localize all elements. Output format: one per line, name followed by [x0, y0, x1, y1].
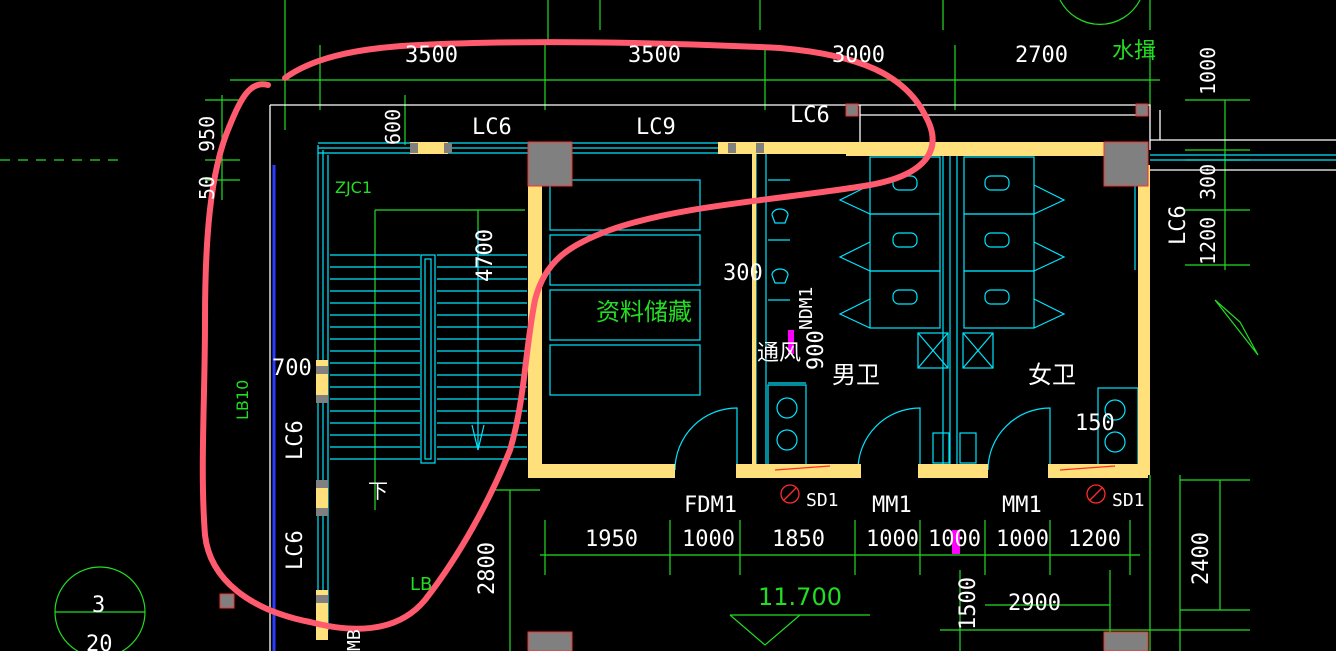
door-mm1-a: MM1 [872, 493, 912, 518]
dim-top-4: 2700 [1015, 43, 1068, 68]
top-dimension-labels: 3500 3500 3000 2700 [405, 43, 1068, 68]
hand-drawn-annotation [199, 39, 936, 632]
window-lc6-top-right: LC6 [790, 103, 830, 128]
dim-left-950: 950 [195, 116, 219, 152]
room-mens: 男卫 [832, 361, 880, 389]
dim-bottom-2: 1000 [682, 527, 735, 552]
window-lc6-right: LC6 [1166, 205, 1191, 245]
dim-bottom-5: 1000 [928, 527, 981, 552]
label-mb-fragment: MB [344, 629, 365, 651]
dim-2400: 2400 [1189, 532, 1214, 585]
stair-steps [330, 254, 527, 460]
small-columns [316, 143, 764, 603]
dim-top-3: 3000 [832, 43, 885, 68]
dim-top-2: 3500 [628, 43, 681, 68]
dim-right-1200: 1200 [1196, 217, 1220, 265]
bottom-dimension-labels: 1950 1000 1850 1000 1000 1000 1200 [585, 527, 1121, 552]
room-storage: 资料储藏 [596, 298, 692, 326]
window-lc6-top-left: LC6 [472, 115, 512, 140]
dim-700: 700 [272, 356, 312, 381]
sd-markers [774, 465, 1116, 504]
door-mm1-b: MM1 [1002, 493, 1042, 518]
outer-outline [269, 104, 1336, 651]
left-dimension-labels: 950 50 600 [195, 109, 405, 200]
dim-right-300: 300 [1196, 164, 1220, 200]
right-dimension-labels: 1000 300 1200 [1196, 47, 1220, 265]
room-water: 水揖 [1112, 39, 1156, 64]
window-lc6-left-a: LC6 [283, 420, 308, 460]
elevation-label: 11.700 [758, 583, 842, 611]
dim-bottom-1: 1950 [585, 527, 638, 552]
label-lb10: LB10 [233, 380, 252, 420]
door-swings [674, 407, 1051, 471]
dim-bottom-3: 1850 [772, 527, 825, 552]
dim-900: 900 [804, 330, 829, 370]
dim-2900: 2900 [1008, 591, 1061, 616]
room-labels: 资料储藏 男卫 女卫 通风 水揖 [596, 39, 1156, 389]
dim-right-1000: 1000 [1196, 47, 1220, 95]
door-fdm1: FDM1 [684, 493, 737, 518]
sd1-a: SD1 [806, 490, 839, 511]
label-zjc1: ZJC1 [335, 178, 372, 197]
dim-bottom-6: 1000 [996, 527, 1049, 552]
misc-dimension-labels: 4700 300 900 150 700 2800 2400 1500 2900 [272, 229, 1214, 630]
stair-down-label: 下 [368, 479, 388, 503]
dim-4700: 4700 [473, 229, 498, 282]
columns [219, 103, 1149, 651]
room-womens: 女卫 [1028, 361, 1076, 389]
dim-2800: 2800 [475, 542, 500, 595]
axis-bubble-bottom: 20 [86, 632, 113, 651]
sd1-b: SD1 [1112, 490, 1145, 511]
window-lc9: LC9 [636, 115, 676, 140]
dim-bottom-7: 1200 [1068, 527, 1121, 552]
window-labels: LC6 LC9 LC6 LC6 LC6 LC6 [283, 103, 1191, 570]
dim-top-1: 3500 [405, 43, 458, 68]
dim-bottom-4: 1000 [866, 527, 919, 552]
room-vent: 通风 [757, 341, 801, 366]
dim-1500: 1500 [956, 577, 981, 630]
dim-left-600: 600 [381, 109, 405, 145]
dim-300: 300 [723, 261, 763, 286]
dim-150: 150 [1075, 411, 1115, 436]
door-labels: FDM1 MM1 MM1 SD1 SD1 NDM1 [684, 287, 1145, 518]
walls [316, 142, 1150, 640]
label-ndm1-upper: NDM1 [796, 287, 817, 330]
window-lc6-left-b: LC6 [283, 530, 308, 570]
highlight-marks [788, 330, 960, 554]
axis-bubble-top: 3 [92, 593, 105, 618]
dim-left-50: 50 [195, 176, 219, 200]
label-lb-fragment: LB [410, 574, 432, 595]
